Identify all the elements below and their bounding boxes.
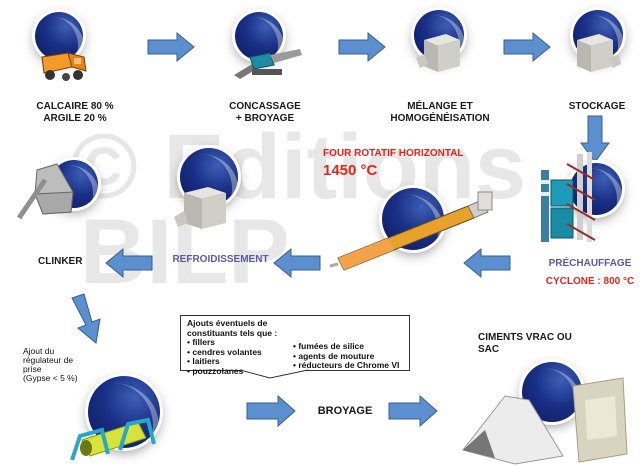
cement-bag-icon <box>462 377 628 465</box>
step-disc-crushing <box>235 12 283 60</box>
label-clinker: CLINKER <box>38 256 83 267</box>
label-kiln-temp: 1450 °C <box>323 162 378 179</box>
additions-item: • réducteurs de Chrome VI <box>293 360 400 370</box>
dump-truck-icon <box>41 52 87 81</box>
additions-item: • laitiers <box>187 356 220 366</box>
flow-arrow-right <box>246 394 296 428</box>
label-cement-2: SAC <box>478 344 500 355</box>
label-crushing-2: + BROYAGE <box>235 113 295 124</box>
flow-arrow-right <box>338 31 386 63</box>
label-regulator-3: prise <box>23 364 42 374</box>
label-mixing-1: MÉLANGE ET <box>407 101 473 112</box>
label-cement-1: CIMENTS VRAC OU <box>478 332 572 343</box>
additions-callout: Ajouts éventuels de constituants tels qu… <box>180 315 410 375</box>
additions-item: • cendres volantes <box>187 346 262 357</box>
flow-arrow-left <box>273 247 321 279</box>
flow-arrow-down <box>580 115 610 163</box>
crusher-icon <box>234 49 302 79</box>
additions-heading-1: Ajouts éventuels de <box>187 318 268 328</box>
additions-item: • agents de mouture <box>293 350 375 361</box>
label-cyclone-temp: CYCLONE : 800 °C <box>545 276 635 287</box>
silo-block-icon <box>416 34 460 72</box>
flow-arrow-right <box>147 31 195 63</box>
label-preheating: PRÉCHAUFFAGE <box>548 258 632 269</box>
flow-arrow-right <box>388 394 438 428</box>
cooler-icon <box>174 187 226 229</box>
flow-arrow-left <box>463 247 511 279</box>
cyclone-tower-icon <box>541 152 596 242</box>
label-regulator-2: régulateur de <box>23 355 74 365</box>
hopper-icon <box>16 163 74 220</box>
callout-pointer <box>239 369 309 379</box>
rotary-kiln-icon <box>329 191 493 271</box>
label-crushing-1: CONCASSAGE <box>229 101 301 112</box>
additions-item: • fillers <box>187 337 216 347</box>
step-disc-raw-materials <box>35 12 83 60</box>
additions-item: • pouzzolanes <box>187 365 244 376</box>
label-mixing-2: HOMOGÉNÉISATION <box>390 113 490 124</box>
label-grinding: BROYAGE <box>317 405 373 417</box>
label-regulator-1: Ajout du <box>23 346 55 356</box>
additions-heading-2: constituants tels que : <box>187 327 278 338</box>
storage-block-icon <box>577 34 621 72</box>
ball-mill-icon <box>70 417 156 461</box>
flow-arrow-down-right <box>71 293 101 344</box>
additions-item: • fumées de silice <box>293 341 365 351</box>
label-storage: STOCKAGE <box>568 101 626 112</box>
flow-arrow-right <box>503 31 551 63</box>
label-cooling: REFROIDISSEMENT <box>172 254 269 265</box>
label-kiln: FOUR ROTATIF HORIZONTAL <box>323 148 464 159</box>
label-raw-materials-2: ARGILE 20 % <box>43 113 107 124</box>
label-regulator-4: (Gypse < 5 %) <box>23 373 78 383</box>
flow-arrow-left <box>105 247 153 279</box>
label-raw-materials-1: CALCAIRE 80 % <box>36 101 114 112</box>
